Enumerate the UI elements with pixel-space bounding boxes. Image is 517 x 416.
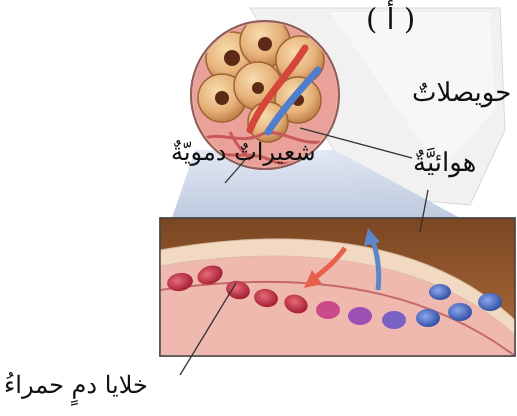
alveoli-label-line2: هوائيَّةٌ [413, 148, 476, 178]
alveoli-label-line1: حويصلاتٌ [412, 78, 511, 108]
capillary-closeup [160, 218, 515, 356]
capillaries-label: شعيراتٌ دمويّةٌ [171, 138, 316, 166]
panel-label: ( أ ) [366, 2, 415, 36]
red-blood-cells-label: خلايا دمٍ حمراءُ [4, 371, 148, 399]
